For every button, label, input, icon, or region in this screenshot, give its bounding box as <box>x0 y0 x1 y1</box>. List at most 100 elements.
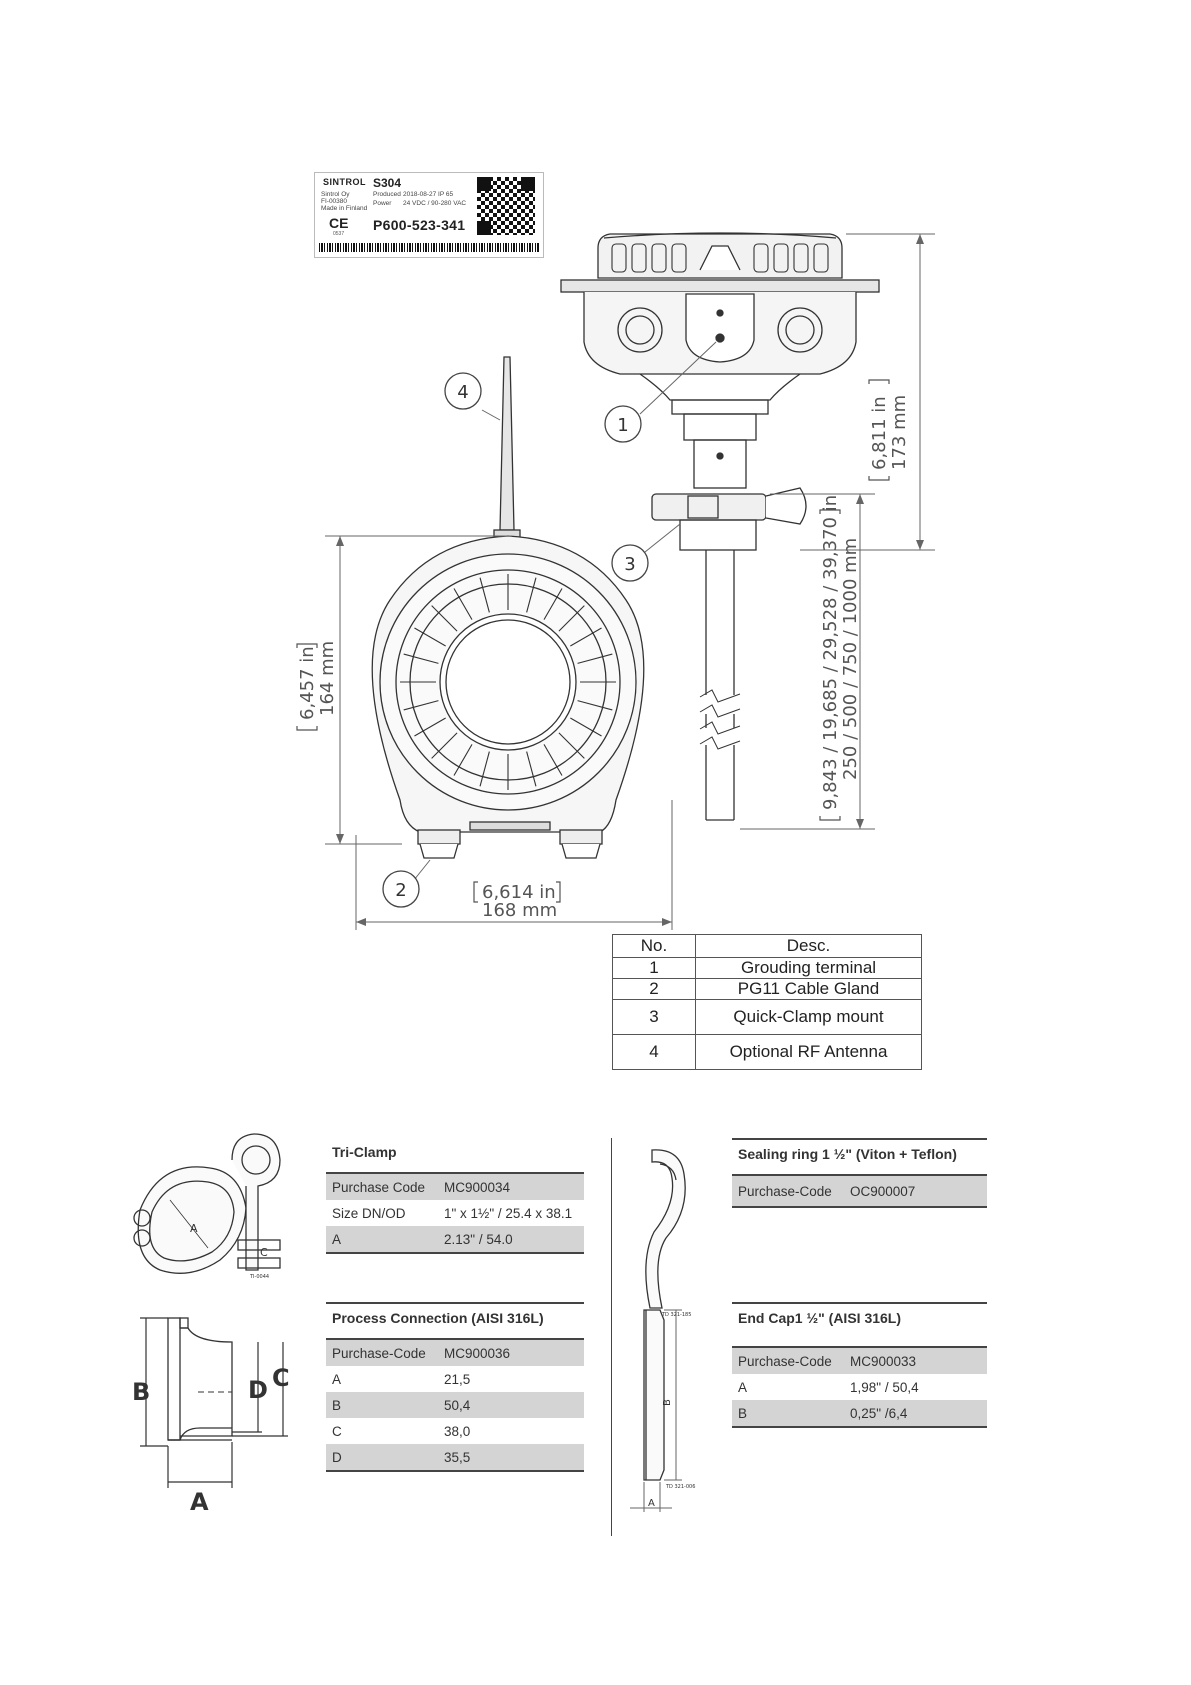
spec-key: C <box>332 1423 342 1439</box>
ring-fin <box>558 732 585 759</box>
process-label-a: A <box>190 1488 209 1516</box>
callout-3: 3 <box>611 544 649 582</box>
ring-fin <box>414 717 446 737</box>
table-row: A 21,5 <box>326 1366 584 1392</box>
tri-clamp-label-c: C <box>260 1246 268 1259</box>
spec-value: 0,25" /6,4 <box>850 1405 908 1421</box>
product-code: P600-523-341 <box>373 217 466 233</box>
sealing-ring-code: TD 321-185 <box>661 1312 691 1318</box>
process-connection-title: Process Connection (AISI 316L) <box>326 1302 584 1340</box>
ring-fin <box>431 605 458 632</box>
spec-value: MC900034 <box>444 1179 511 1195</box>
product-nameplate: SINTROL Sintrol Oy FI-00380 Made in Finl… <box>314 172 544 258</box>
svg-text:164 mm: 164 mm <box>317 641 338 716</box>
table-row: Purchase-Code MC900036 <box>326 1340 584 1366</box>
svg-text:9,843 / 19,685 / 29,528 / 39,3: 9,843 / 19,685 / 29,528 / 39,370 in <box>820 495 841 810</box>
end-cap-label-a: A <box>648 1498 655 1509</box>
power-label: Power <box>373 200 392 207</box>
spec-value: OC900007 <box>850 1183 916 1199</box>
svg-text:2: 2 <box>395 880 406 901</box>
dim-front-height: 6,457 in 164 mm <box>296 641 338 731</box>
sensor-front-view <box>371 356 645 859</box>
end-cap-title: End Cap1 ½" (AISI 316L) <box>732 1302 987 1348</box>
svg-text:173 mm: 173 mm <box>889 395 910 470</box>
svg-text:4: 4 <box>457 382 468 403</box>
ring-fin <box>543 588 563 620</box>
callout-4: 4 <box>444 372 482 410</box>
component-legend-table: No. Desc. 1 Grouding terminal 2 PG11 Cab… <box>612 934 922 1070</box>
ring-fin <box>526 577 537 613</box>
table-row: Purchase-Code OC900007 <box>732 1176 987 1206</box>
svg-text:6,614 in: 6,614 in <box>482 882 556 903</box>
legend-row: 2 PG11 Cable Gland <box>612 978 922 1000</box>
svg-text:6,811 in: 6,811 in <box>869 396 890 470</box>
tri-clamp-label-a: A <box>190 1222 198 1235</box>
ce-id: 0537 <box>333 231 345 237</box>
ring-fin <box>453 588 473 620</box>
dim-probe-length: 9,843 / 19,685 / 29,528 / 39,370 in 250 … <box>819 495 861 821</box>
spec-key: B <box>332 1397 342 1413</box>
end-cap-figure <box>630 1309 682 1512</box>
table-row: C 38,0 <box>326 1418 584 1444</box>
table-row: B 0,25" /6,4 <box>732 1400 987 1426</box>
tri-clamp-spec-table: Tri-Clamp Purchase Code MC900034 Size DN… <box>326 1138 584 1254</box>
spec-key: A <box>738 1379 748 1395</box>
spec-key: Purchase Code <box>332 1179 426 1195</box>
ce-mark: CE <box>329 215 349 231</box>
maker-line-2: FI-00380 <box>321 198 348 205</box>
ring-fin <box>577 700 613 711</box>
table-row: A 1,98" / 50,4 <box>732 1374 987 1400</box>
spec-key: A <box>332 1231 342 1247</box>
callout-1: 1 <box>604 405 642 443</box>
ring-fin <box>479 577 490 613</box>
produced-label: Produced <box>373 191 401 198</box>
ring-fin <box>403 653 439 664</box>
end-cap-label-b: B <box>662 1399 673 1406</box>
accessory-figures: A C TI-0044 B D C A TD 321-185 B TD 321-… <box>132 1133 695 1516</box>
spec-value: 50,4 <box>444 1397 471 1413</box>
brand-logo-text: SINTROL <box>323 177 366 187</box>
ring-fin <box>431 732 458 759</box>
callout-2: 2 <box>382 870 420 908</box>
power-value: 24 VDC / 90-280 VAC <box>403 200 467 207</box>
dim-head-height: 6,811 in 173 mm <box>868 379 910 481</box>
process-connection-spec-table: Process Connection (AISI 316L) Purchase-… <box>326 1302 584 1472</box>
process-label-b: B <box>132 1378 150 1406</box>
tri-clamp-code: TI-0044 <box>249 1274 269 1280</box>
spec-key: Purchase-Code <box>738 1183 832 1199</box>
ring-fin <box>526 751 537 787</box>
legend-desc: PG11 Cable Gland <box>695 978 922 1000</box>
svg-text:3: 3 <box>624 554 635 575</box>
spec-key: A <box>332 1371 342 1387</box>
model-label: S304 <box>373 176 402 190</box>
legend-desc: Optional RF Antenna <box>695 1034 922 1070</box>
svg-text:1: 1 <box>617 415 628 436</box>
sealing-ring-figure <box>645 1149 686 1309</box>
legend-no: 3 <box>612 999 696 1035</box>
legend-no: 2 <box>612 978 696 1000</box>
spec-value: 38,0 <box>444 1423 471 1439</box>
spec-key: D <box>332 1449 342 1465</box>
spec-value: 21,5 <box>444 1371 471 1387</box>
end-cap-spec-table: End Cap1 ½" (AISI 316L) Purchase-Code MC… <box>732 1302 987 1428</box>
table-row: B 50,4 <box>326 1392 584 1418</box>
process-label-c: C <box>272 1364 290 1392</box>
end-cap-code: TD 321-006 <box>665 1484 695 1490</box>
ring-fin <box>570 717 602 737</box>
tri-clamp-title: Tri-Clamp <box>326 1138 584 1174</box>
maker-line-3: Made in Finland <box>321 205 368 212</box>
ring-fin <box>570 627 602 647</box>
spec-value: MC900036 <box>444 1345 511 1361</box>
section-divider <box>611 1138 612 1536</box>
qr-code <box>477 177 535 235</box>
table-row: Purchase Code MC900034 <box>326 1174 584 1200</box>
ring-fin <box>479 751 490 787</box>
spec-key: Size DN/OD <box>332 1205 406 1221</box>
dimension-lines <box>325 233 935 930</box>
sealing-ring-spec-table: Sealing ring 1 ½" (Viton + Teflon) Purch… <box>732 1138 987 1208</box>
table-row: D 35,5 <box>326 1444 584 1470</box>
ring-fin <box>403 700 439 711</box>
legend-header-no: No. <box>612 934 696 958</box>
legend-no: 4 <box>612 1034 696 1070</box>
produced-value: 2018-08-27 IP 65 <box>403 191 454 198</box>
